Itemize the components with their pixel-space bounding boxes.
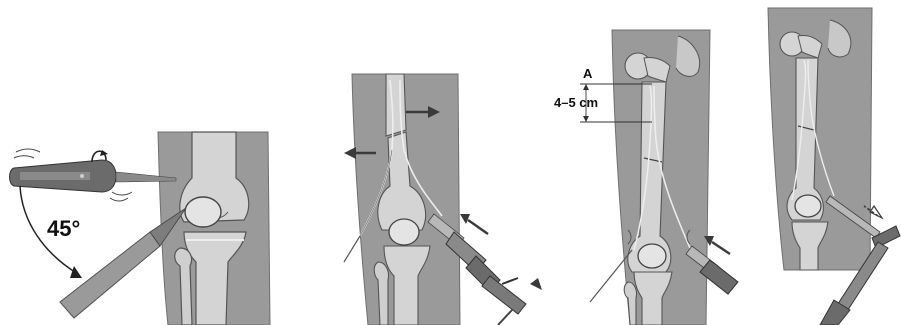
panel-measurement-svg [560,0,760,325]
point-a-label: A [583,67,592,80]
panel-measurement [560,0,760,325]
panel-nail-insertion [330,0,560,325]
panel-nail-insertion-svg [330,0,560,325]
fibula-bone [624,282,636,325]
angle-arrow-icon [70,266,82,278]
panel-impaction-svg [760,0,901,325]
patella [795,195,821,217]
distance-label: 4–5 cm [554,96,598,109]
arrow-insert-icon [704,236,730,254]
angle-label: 45° [47,218,80,240]
panel-impaction [760,0,901,325]
patella [185,197,221,227]
awl-handle [10,160,177,192]
patella [389,219,419,245]
nail-end-lateral [344,236,360,262]
arrow-insert-icon [460,214,488,234]
panel-entry-awl-svg [0,0,280,325]
patella [638,244,666,268]
motion-lines-right-icon [110,192,132,201]
femur-proximal-fragment [386,74,406,136]
motion-lines-left-icon [14,149,40,158]
panel-entry-awl [0,0,280,325]
